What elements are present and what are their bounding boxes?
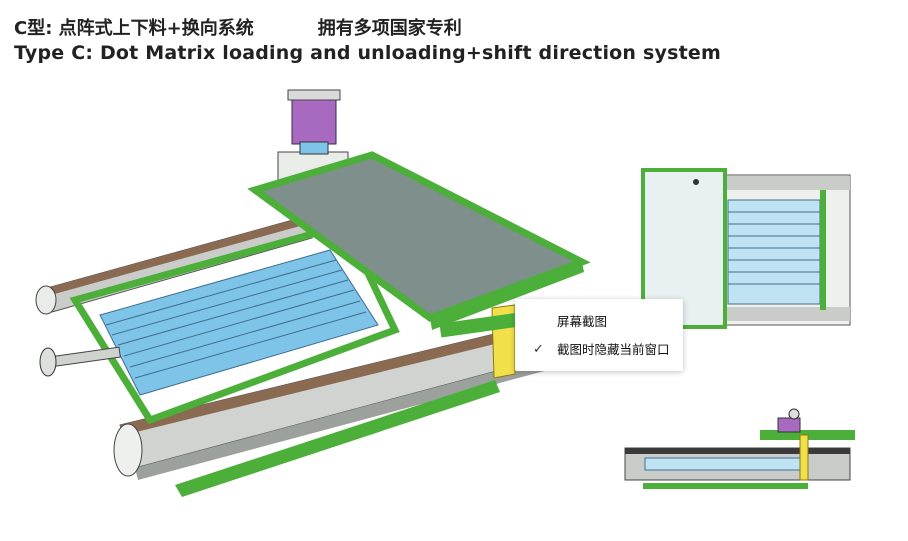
menu-item-hide-window-on-capture[interactable]: ✓ 截图时隐藏当前窗口 <box>515 335 683 365</box>
title-line-cn: C型: 点阵式上下料+换向系统 拥有多项国家专利 <box>14 14 462 40</box>
checkmark-icon: ✓ <box>533 342 544 357</box>
lift-bracket <box>439 304 521 379</box>
upper-tray <box>247 151 591 330</box>
menu-item-label: 截图时隐藏当前窗口 <box>557 342 670 357</box>
roller-array <box>99 249 379 396</box>
side-view-illustration <box>624 408 855 489</box>
title-cn: C型: 点阵式上下料+换向系统 <box>14 18 254 39</box>
menu-item-label: 屏幕截图 <box>557 314 608 329</box>
lower-frame <box>69 220 500 497</box>
context-menu: 屏幕截图 ✓ 截图时隐藏当前窗口 <box>515 299 683 371</box>
title-en: Type C: Dot Matrix loading and unloading… <box>14 42 721 64</box>
patent-note: 拥有多项国家专利 <box>317 18 462 39</box>
menu-item-screenshot[interactable]: 屏幕截图 <box>515 307 683 337</box>
handle <box>39 346 121 377</box>
